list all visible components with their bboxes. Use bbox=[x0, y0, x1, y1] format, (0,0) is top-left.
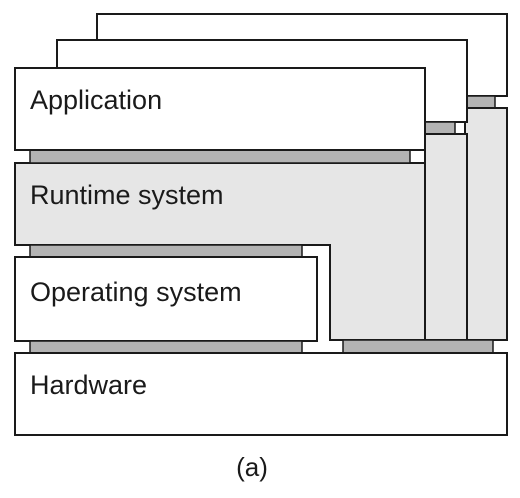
hardware-label: Hardware bbox=[30, 370, 147, 400]
connector-os-hardware bbox=[29, 340, 303, 354]
connector-runtime-os bbox=[29, 244, 303, 258]
runtime-system-label: Runtime system bbox=[30, 180, 224, 210]
connector-app-runtime bbox=[29, 149, 411, 164]
back-connector bbox=[464, 95, 496, 109]
middle-runtime-box bbox=[424, 133, 468, 341]
operating-system-box bbox=[14, 256, 318, 342]
middle-connector bbox=[424, 121, 456, 135]
operating-system-label: Operating system bbox=[30, 277, 242, 307]
application-box bbox=[14, 67, 426, 151]
figure-caption: (a) bbox=[236, 452, 268, 482]
hardware-box bbox=[14, 352, 508, 436]
runtime-system-box bbox=[14, 162, 426, 341]
back-runtime-box bbox=[464, 107, 508, 341]
connector-runtime-hardware bbox=[342, 339, 494, 354]
application-label: Application bbox=[30, 85, 162, 115]
stacked-layer-set-front bbox=[14, 67, 508, 436]
